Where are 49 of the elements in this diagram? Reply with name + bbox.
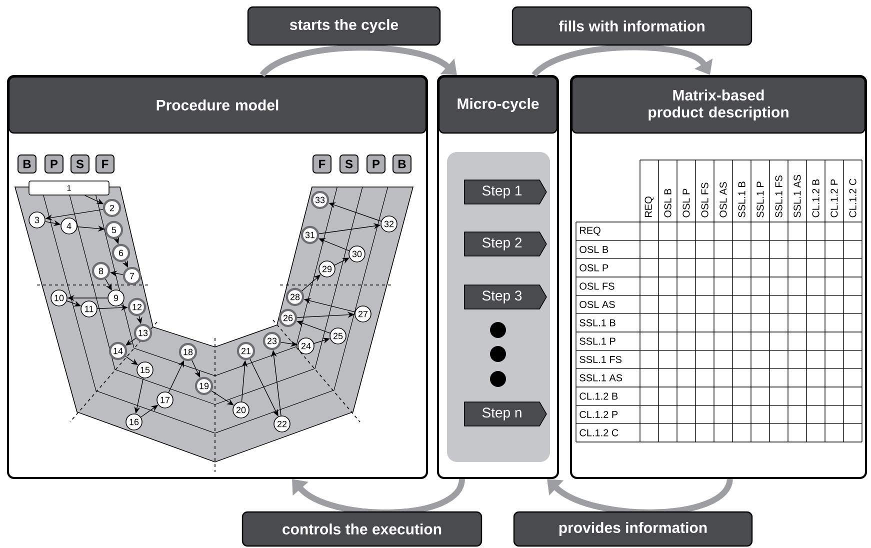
row-header: SSL.1 B (580, 319, 616, 326)
lane-box: S (70, 154, 90, 174)
edge-label: fills with information (512, 6, 752, 46)
row-header: CL.1.2 C (580, 429, 618, 436)
edge-label: controls the execution (242, 511, 482, 547)
column-header: SSL.1 B (738, 182, 746, 218)
column-header: REQ (644, 196, 654, 217)
curved-arrow (532, 44, 713, 78)
row-header: REQ (580, 226, 600, 236)
lane-box: P (366, 154, 386, 174)
row-header: OSL AS (580, 300, 615, 308)
column-header: OSL B (664, 188, 672, 218)
column-header: CL.1.2 C (849, 178, 856, 218)
row-header: SSL.1 P (580, 338, 616, 345)
dot (490, 322, 506, 338)
arrow (211, 390, 234, 406)
column-header: CL.1.2 P (830, 179, 838, 218)
lane-box: F (96, 154, 114, 174)
step-tag: Step 1 (464, 180, 547, 204)
dot (490, 371, 506, 387)
column-header: OSL FS (701, 182, 708, 218)
row-header: SSL.1 AS (580, 374, 622, 382)
arrow (250, 358, 278, 416)
edge-label: provides information (513, 511, 753, 547)
lane-box: P (44, 154, 64, 174)
edge-label: starts the cycle (247, 6, 441, 46)
column-header: SSL.1 FS (775, 175, 782, 218)
step-tag: Step 2 (464, 232, 547, 256)
curved-arrow (260, 44, 457, 78)
column-header: CL.1.2 B (812, 179, 820, 218)
step-tag: Step n (464, 402, 547, 426)
lane-box: B (18, 154, 36, 174)
arrow (334, 258, 350, 266)
column-header: OSL AS (720, 182, 727, 218)
row-header: OSL P (580, 264, 608, 272)
column-header: OSL P (682, 188, 690, 218)
column-header: SSL.1 P (756, 182, 764, 218)
row-header: SSL.1 FS (580, 356, 622, 364)
lane-box: B (392, 154, 412, 174)
step-tag: Step 3 (464, 284, 547, 310)
row-header: OSL FS (580, 282, 614, 290)
column-header: SSL.1 AS (794, 174, 801, 218)
lane-box: F (312, 154, 332, 174)
row-header: CL.1.2 P (580, 410, 618, 418)
lane-box: S (340, 154, 358, 174)
row-header: OSL B (580, 246, 608, 254)
phase-bar: 1 (28, 180, 110, 196)
dot (490, 346, 506, 362)
row-header: CL.1.2 B (580, 392, 618, 400)
